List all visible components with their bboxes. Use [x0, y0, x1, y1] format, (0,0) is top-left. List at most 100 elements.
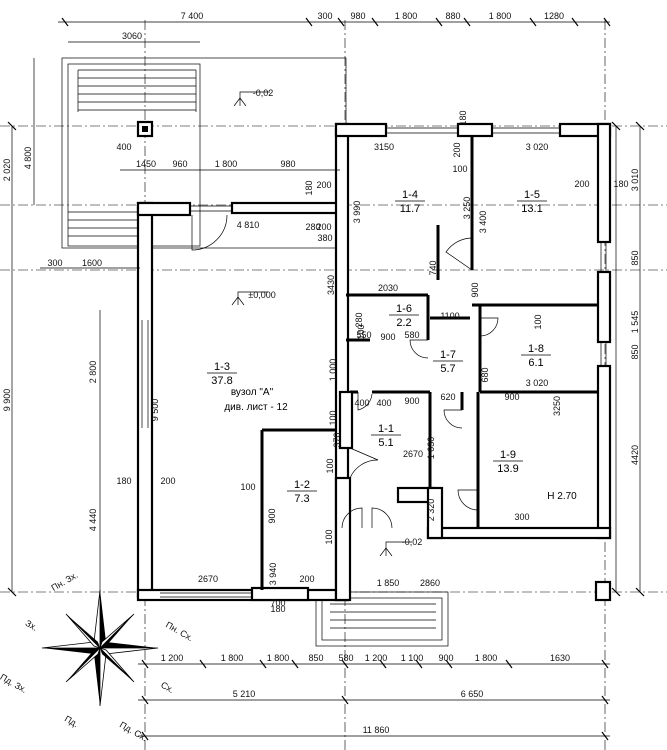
inner-dimension-label: 100 [356, 324, 366, 339]
inner-dimension-label: 3 020 [526, 378, 549, 388]
inner-dimension-label: 620 [440, 392, 455, 402]
room-area: 5.7 [440, 363, 455, 375]
left-dimension-label: 9 500 [150, 399, 160, 422]
inner-dimension-label: 900 [380, 332, 395, 342]
room-number: 1-6 [396, 303, 412, 315]
compass-south-label: Пд. [63, 714, 80, 730]
inner-dimension-label: 180 [304, 180, 314, 195]
inner-dimension-label: 580 [404, 330, 419, 340]
compass-northeast-label: Пн. Сх. [164, 620, 195, 644]
compass-southeast-label: Пд. Сх. [118, 720, 149, 744]
inner-dimension-label: 180 [458, 110, 468, 125]
inner-dimension-label: 1 850 [377, 578, 400, 588]
sheet-reference: див. лист - 12 [224, 402, 288, 413]
inner-dimension-label: 370 [332, 432, 342, 447]
inner-dimension-label: 550 [356, 330, 371, 340]
compass-southwest-label: Пд. Зх. [0, 672, 29, 695]
inner-dimension-label: 900 [470, 282, 480, 297]
inner-dimension-label: 400 [354, 398, 369, 408]
inner-dimension-label: 1100 [440, 311, 459, 321]
bottom-dimension-label: 1 200 [161, 653, 184, 663]
interior-walls [260, 136, 598, 590]
room-area: 5.1 [378, 437, 393, 449]
terrace-level: -0,02 [253, 88, 274, 98]
left-dimension-label: 180 [270, 604, 285, 614]
left-dimension-label: 200 [160, 476, 175, 486]
bottom-dimension-label: 850 [308, 653, 323, 663]
left-dimension-label: 180 [116, 476, 131, 486]
room-area: 6.1 [528, 357, 543, 369]
right-dimension-label: 3 010 [630, 169, 640, 192]
left-dimension-label: 9 900 [2, 389, 12, 412]
top-dimension-label: 980 [350, 11, 365, 21]
terrace-dimension-label: 3060 [122, 31, 142, 41]
inner-dimension-label: 100 [324, 529, 334, 544]
bottom-dimension-label: 6 650 [461, 689, 484, 699]
inner-dimension-label: 3430 [326, 275, 336, 295]
bottom-dimension-label: 1 800 [267, 653, 290, 663]
room-number: 1-8 [528, 343, 544, 355]
right-dimension-label: 4420 [630, 445, 640, 465]
room-number: 1-2 [294, 479, 310, 491]
level-marks [231, 91, 412, 557]
bottom-dimension-label: 5 210 [233, 689, 256, 699]
room-number: 1-9 [500, 449, 516, 461]
inner-dimension-label: 900 [267, 508, 277, 523]
right-dimension-label: 850 [630, 250, 640, 265]
exterior-walls [136, 122, 612, 602]
inner-dimension-label: 900 [504, 392, 519, 402]
bottom-dimension-label: 1630 [550, 653, 570, 663]
right-dimension-label: 200 [574, 179, 589, 189]
room-number: 1-5 [524, 189, 540, 201]
bottom-dimension-label: 900 [438, 653, 453, 663]
inner-dimension-label: 100 [452, 164, 467, 174]
terrace-dimension-label: 1 800 [215, 159, 238, 169]
left-dimension-label: 2 800 [88, 361, 98, 384]
inner-dimension-label: 280 [305, 222, 320, 232]
compass-east-label: Сх. [159, 680, 176, 695]
inner-dimension-label: 2 320 [426, 499, 436, 522]
left-dimension-label: 2 020 [2, 159, 12, 182]
terrace-dimension-label: 400 [116, 142, 131, 152]
bottom-dimension-label: 1 800 [221, 653, 244, 663]
right-dimension-label: 850 [630, 344, 640, 359]
terrace-dimension-label: 300 [47, 258, 62, 268]
room-number: 1-7 [440, 349, 456, 361]
bottom-dimension-label: 1 800 [475, 653, 498, 663]
inner-dimension-label: 300 [514, 512, 529, 522]
top-dimension-label: 7 400 [181, 11, 204, 21]
detail-reference: вузол "А" [231, 387, 274, 398]
inner-dimension-label: 380 [317, 233, 332, 243]
room-area: 7.3 [294, 493, 309, 505]
left-dimension-label: 100 [240, 482, 255, 492]
doors [191, 214, 499, 529]
annotations: вузол "А"див. лист - 12Н 2.70-0,02±0,000… [224, 88, 577, 547]
top-dimension-label: 300 [317, 11, 332, 21]
room-area: 13.9 [497, 463, 518, 475]
inner-dimension-label: 200 [299, 574, 314, 584]
inner-dimension-label: 680 [480, 367, 490, 382]
inner-dimension-label: 3250 [552, 396, 562, 416]
room-number: 1-1 [378, 423, 394, 435]
terrace-dimension-label: 960 [172, 159, 187, 169]
inner-dimension-label: 200 [316, 222, 331, 232]
room-area: 13.1 [521, 203, 542, 215]
top-dimension-label: 1 800 [489, 11, 512, 21]
inner-dimension-label: 280 [354, 312, 364, 327]
compass-rose [41, 589, 159, 707]
terrace-dimension-label: 980 [280, 159, 295, 169]
inner-dimension-label: 2670 [198, 574, 218, 584]
inner-dimension-label: 1 000 [328, 359, 338, 382]
top-dimension-label: 880 [445, 11, 460, 21]
compass-west-label: Зх. [24, 618, 40, 633]
right-dimension-label: 180 [613, 179, 628, 189]
inner-dimension-label: 1 030 [426, 437, 436, 460]
dimension-lines [7, 17, 645, 741]
left-dimension-label: 4 800 [23, 147, 33, 170]
inner-dimension-label: 700 [270, 598, 285, 608]
inner-dimension-label: 3 940 [268, 563, 278, 586]
room-area: 37.8 [211, 375, 232, 387]
